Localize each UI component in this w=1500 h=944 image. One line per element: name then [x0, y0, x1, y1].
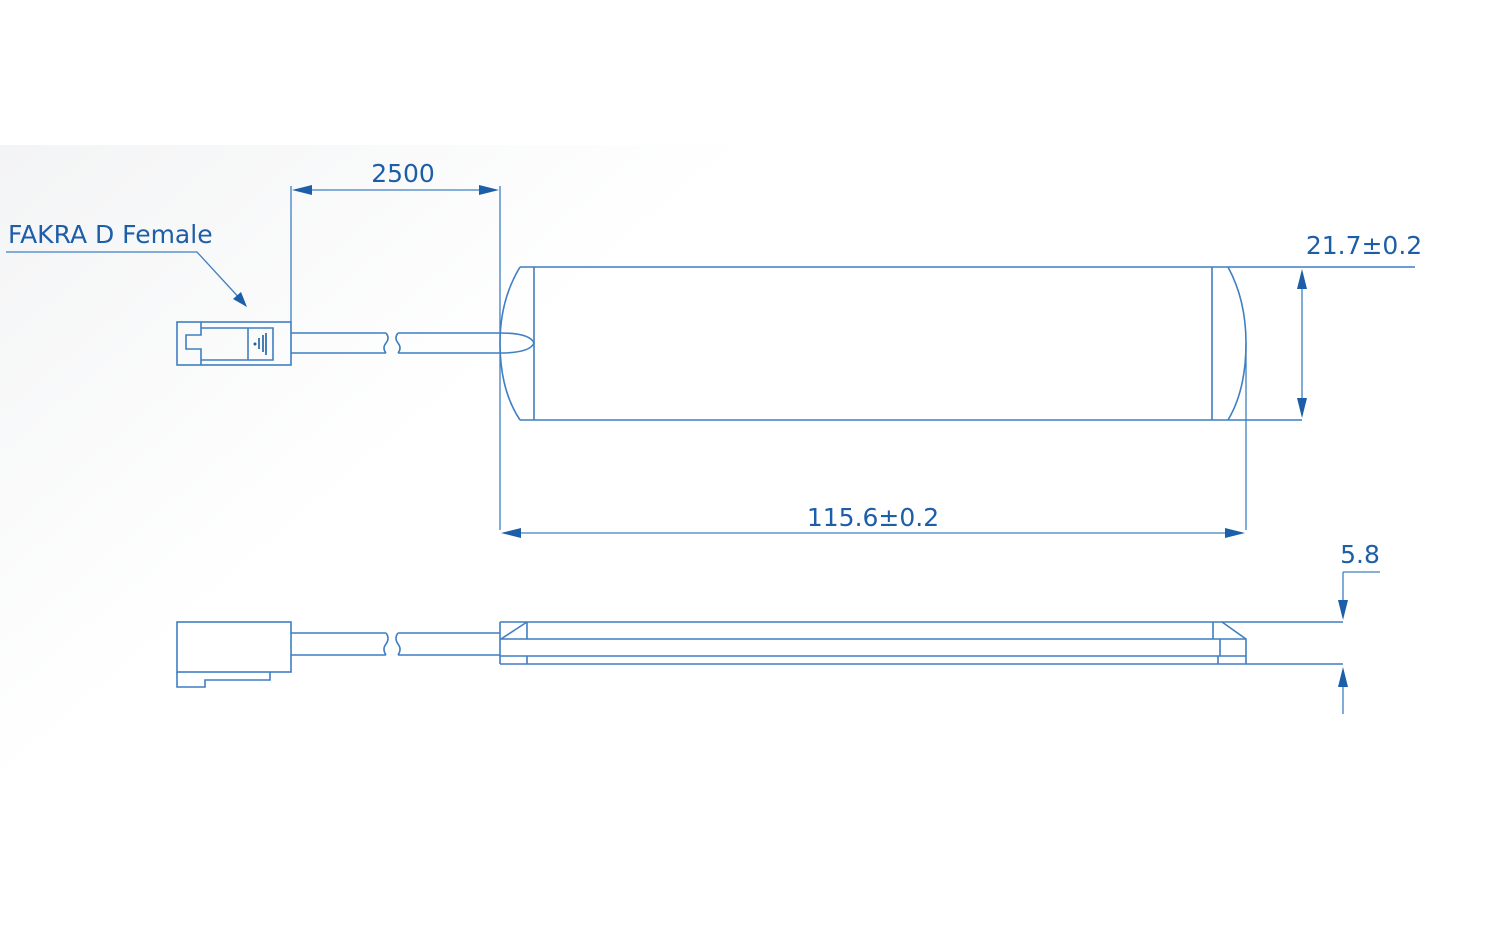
- width-label: 21.7±0.2: [1306, 231, 1422, 260]
- thickness-dimension: 5.8: [1338, 540, 1380, 714]
- connector-top-view: [176, 321, 292, 366]
- connector-label: FAKRA D Female: [8, 220, 213, 249]
- cable-length-dimension: 2500: [290, 159, 501, 530]
- cable-top-view: [291, 332, 500, 354]
- connector-callout: FAKRA D Female: [6, 220, 247, 307]
- connector-side-view: [176, 621, 292, 688]
- cable-length-label: 2500: [371, 159, 435, 188]
- length-dimension: 115.6±0.2: [501, 503, 1245, 538]
- light-bar-top-view: [499, 266, 1415, 530]
- thickness-label: 5.8: [1340, 540, 1380, 569]
- cable-side-view: [291, 632, 500, 656]
- signal-icon: [253, 333, 267, 355]
- light-bar-side-view: [499, 621, 1343, 665]
- background-shade: [0, 145, 760, 795]
- width-dimension: 21.7±0.2: [1297, 231, 1422, 418]
- length-label: 115.6±0.2: [807, 503, 939, 532]
